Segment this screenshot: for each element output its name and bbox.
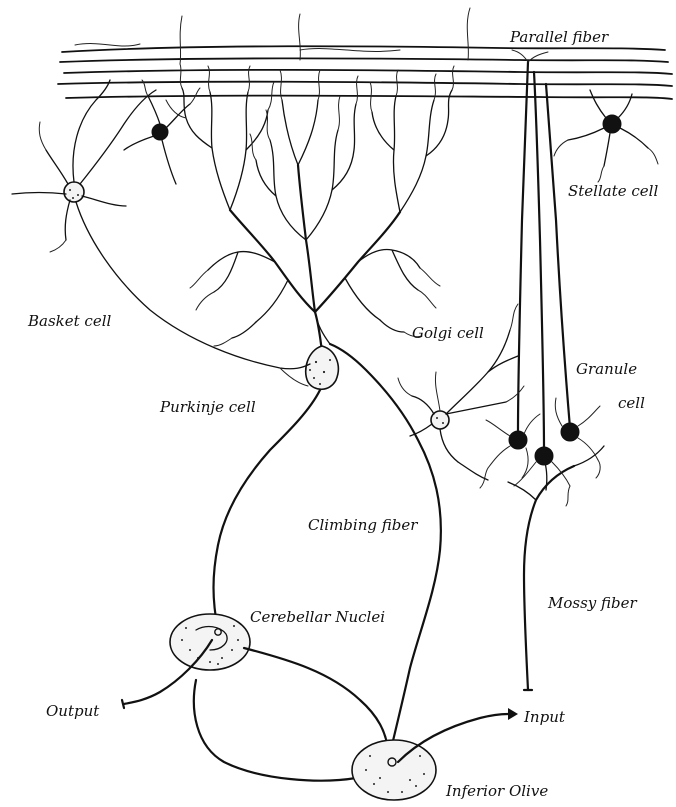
stellate-cell-label: Stellate cell (568, 182, 658, 200)
granule-cell-label-line2: cell (618, 394, 645, 412)
output-label: Output (46, 702, 100, 720)
inferior-olive-label: Inferior Olive (445, 782, 548, 800)
input-arrowhead (508, 708, 518, 720)
golgi-cell-label: Golgi cell (412, 324, 484, 342)
climbing-fiber (330, 344, 441, 745)
granule-cells (480, 398, 600, 506)
basket-cell-label: Basket cell (27, 312, 112, 330)
purkinje-axon (214, 390, 321, 630)
purkinje-soma (306, 346, 339, 389)
input-label: Input (523, 708, 566, 726)
climbing-fiber-label: Climbing fiber (308, 516, 418, 534)
inferior-olive (352, 740, 436, 800)
parallel-fiber-label: Parallel fiber (509, 28, 609, 46)
purkinje-cell-label: Purkinje cell (159, 398, 256, 416)
olive-to-nuclei-pathway (194, 680, 356, 781)
mossy-fiber-label: Mossy fiber (547, 594, 638, 612)
granule-cell-label-line1: Granule (576, 360, 637, 378)
mossy-branch-1 (508, 482, 536, 500)
cerebellar-nuclei-label: Cerebellar Nuclei (250, 608, 385, 626)
nuclei-to-olive-pathway (244, 648, 388, 750)
parallel-fiber-bundle (58, 44, 672, 99)
output-axon-tip (122, 700, 124, 708)
mossy-fiber (524, 466, 574, 690)
stellate-cell (554, 90, 658, 182)
